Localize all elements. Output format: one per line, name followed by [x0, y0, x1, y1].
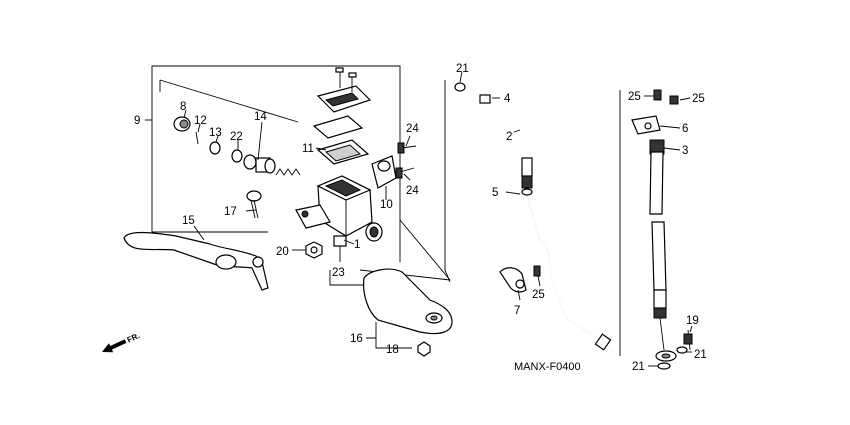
leader-lines	[183, 71, 693, 367]
pivot-bolt	[246, 190, 262, 219]
front-direction-arrow-icon: FR.	[102, 331, 141, 353]
callout-23: 23	[332, 267, 345, 279]
callout-6: 6	[682, 123, 688, 135]
callout-13: 13	[209, 127, 222, 139]
drawing-code: MANX-F0400	[514, 361, 581, 373]
callout-24-top: 24	[406, 123, 419, 135]
callout-19: 19	[686, 315, 699, 327]
callout-10: 10	[380, 199, 393, 211]
brake-lever	[123, 231, 269, 291]
lower-brake-hose	[649, 151, 693, 370]
holder-bolts	[395, 142, 417, 179]
callout-15: 15	[182, 215, 195, 227]
upper-brake-hose	[454, 82, 533, 196]
callout-11: 11	[302, 143, 314, 155]
front-direction-label: FR.	[126, 331, 141, 345]
callout-24-bottom: 24	[406, 185, 419, 197]
callout-17: 17	[224, 206, 237, 218]
cover-nut	[417, 341, 431, 357]
diaphragm	[316, 139, 370, 165]
lever-cover	[363, 268, 453, 335]
callout-5: 5	[492, 187, 498, 199]
callout-25-right: 25	[692, 93, 705, 105]
callout-18: 18	[386, 344, 399, 356]
callout-16: 16	[350, 333, 363, 345]
callout-14: 14	[254, 111, 267, 123]
callout-12: 12	[194, 115, 207, 127]
callout-7: 7	[514, 305, 520, 317]
callout-9: 9	[134, 115, 140, 127]
callout-21-right: 21	[694, 349, 707, 361]
diaphragm-plate	[312, 115, 364, 139]
callout-2: 2	[506, 131, 512, 143]
hose-guide	[631, 89, 679, 155]
callout-4: 4	[504, 93, 511, 105]
callout-8: 8	[180, 101, 186, 113]
callout-21-top: 21	[456, 63, 469, 75]
master-cylinder-body	[295, 155, 397, 242]
brake-pipe	[526, 195, 615, 353]
piston-set	[173, 116, 301, 176]
reservoir-cap	[316, 67, 372, 113]
callout-21-bottom: 21	[632, 361, 645, 373]
callout-3: 3	[682, 145, 688, 157]
callout-22: 22	[230, 131, 243, 143]
pipe-clamp	[499, 265, 541, 293]
brake-switch	[333, 235, 347, 256]
callout-25-left: 25	[628, 91, 641, 103]
pivot-nut	[305, 241, 323, 259]
callout-1: 1	[354, 239, 360, 251]
assembly-brackets	[145, 65, 451, 286]
callout-25-mid: 25	[532, 289, 545, 301]
callout-20: 20	[276, 246, 289, 258]
callout-labels: 1 2 3 4 5 6 7 8 9 10 11 12 13 14 15 16 1…	[134, 63, 707, 373]
